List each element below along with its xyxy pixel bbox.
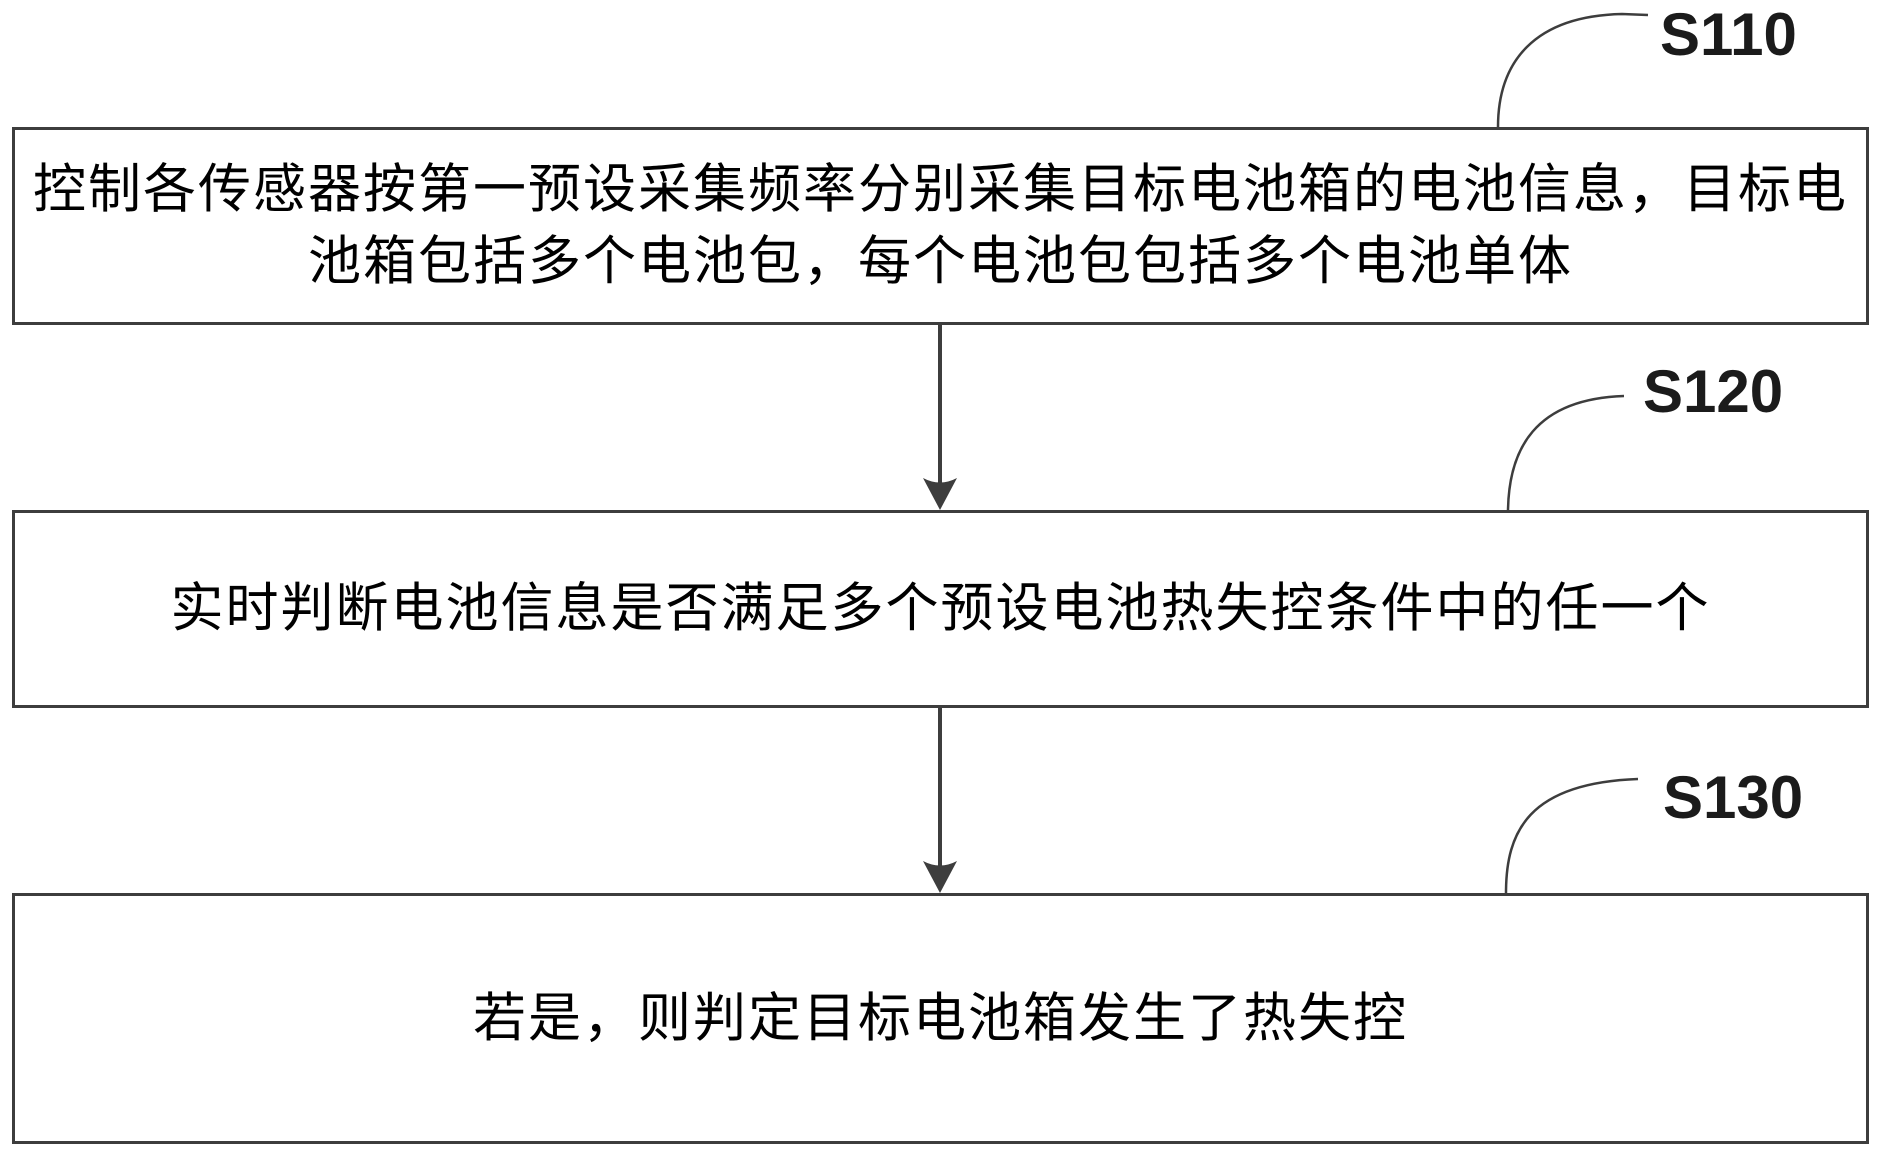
step-box-s120: 实时判断电池信息是否满足多个预设电池热失控条件中的任一个 (12, 510, 1869, 708)
reference-arc-s120 (1506, 394, 1625, 511)
step-text-line: 控制各传感器按第一预设采集频率分别采集目标电池箱的电池信息，目标电 (33, 161, 1848, 219)
reference-arc-s130 (1504, 777, 1639, 894)
step-box-s110: 控制各传感器按第一预设采集频率分别采集目标电池箱的电池信息，目标电 池箱包括多个… (12, 127, 1869, 325)
reference-arc-s110 (1496, 12, 1649, 128)
step-label-s130: S130 (1663, 764, 1804, 831)
step-text-line: 池箱包括多个电池包，每个电池包包括多个电池单体 (308, 233, 1573, 291)
step-label-s120: S120 (1643, 358, 1784, 425)
step-text-line: 实时判断电池信息是否满足多个预设电池热失控条件中的任一个 (170, 580, 1711, 638)
down-arrow-icon (923, 707, 957, 893)
step-label-s110: S110 (1660, 1, 1797, 68)
step-text-line: 若是，则判定目标电池箱发生了热失控 (473, 989, 1408, 1048)
step-box-s130: 若是，则判定目标电池箱发生了热失控 (12, 893, 1869, 1144)
down-arrow-icon (923, 324, 957, 510)
